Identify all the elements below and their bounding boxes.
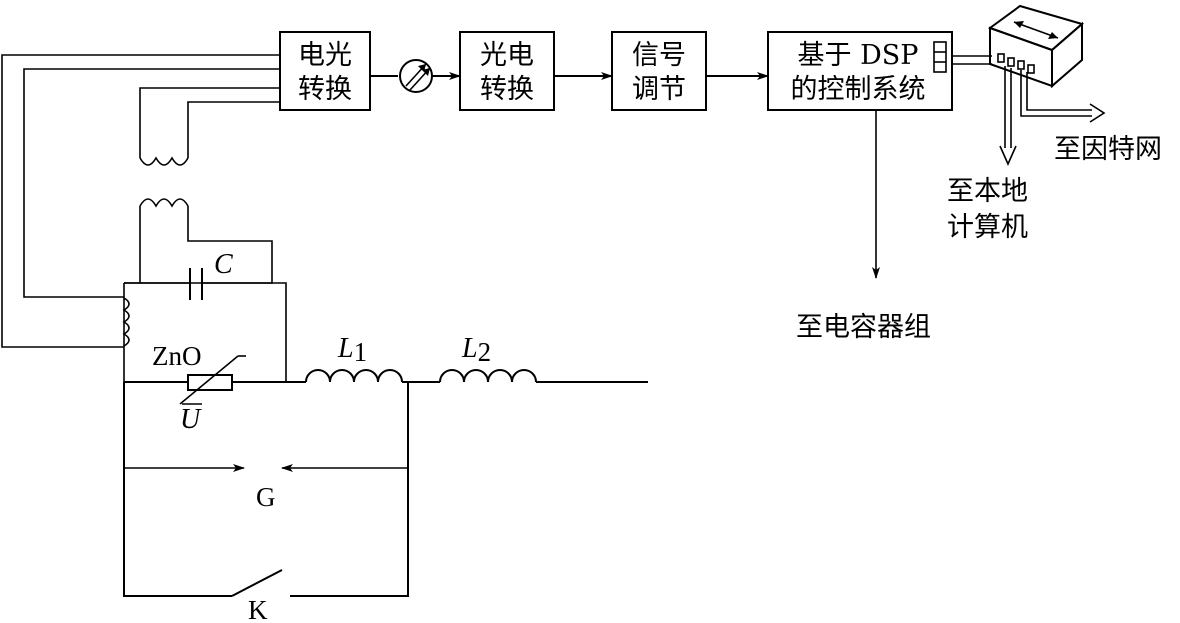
network-cables: [952, 55, 992, 65]
svg-text:转换: 转换: [480, 74, 534, 105]
svg-text:转换: 转换: [298, 74, 352, 105]
zno-label: ZnO: [152, 341, 202, 371]
svg-text:电光: 电光: [298, 40, 352, 71]
svg-text:的控制系统: 的控制系统: [791, 74, 926, 105]
network-switch-icon: [987, 4, 1085, 89]
svg-text:基于 DSP: 基于 DSP: [798, 40, 919, 71]
local-computer-label-line2: 计算机: [947, 212, 1028, 243]
svg-text:信号: 信号: [632, 40, 686, 71]
signal-conditioning-block: 信号 调节: [611, 31, 707, 111]
main-power-line: [124, 355, 648, 405]
internet-label: 至因特网: [1054, 134, 1162, 165]
current-transformer: [124, 156, 273, 284]
inductor2-label: L2: [461, 333, 491, 367]
optical-link-icon: [399, 59, 433, 93]
pickup-coil: [122, 297, 130, 347]
voltage-label: U: [180, 404, 202, 435]
local-computer-label-line1: 至本地: [947, 176, 1028, 207]
capacitor-bank-label: 至电容器组: [796, 312, 931, 343]
svg-text:调节: 调节: [632, 74, 686, 105]
gap-label: G: [256, 482, 276, 512]
svg-text:光电: 光电: [480, 40, 534, 71]
local-computer-link-arrow: [999, 66, 1017, 166]
switch-label: K: [248, 595, 268, 623]
capacitor-label: C: [214, 249, 233, 280]
dsp-control-system-block: 基于 DSP 的控制系统: [767, 31, 953, 111]
sensor-signal-lines: [1, 54, 280, 348]
oe-converter-block: 光电 转换: [459, 31, 555, 111]
internet-link-arrow: [1020, 70, 1106, 123]
capacitor-branch: [123, 268, 287, 382]
eo-converter-block: 电光 转换: [279, 31, 371, 111]
inductor1-label: L1: [337, 333, 367, 367]
gap-and-switch-loop: [123, 382, 409, 597]
